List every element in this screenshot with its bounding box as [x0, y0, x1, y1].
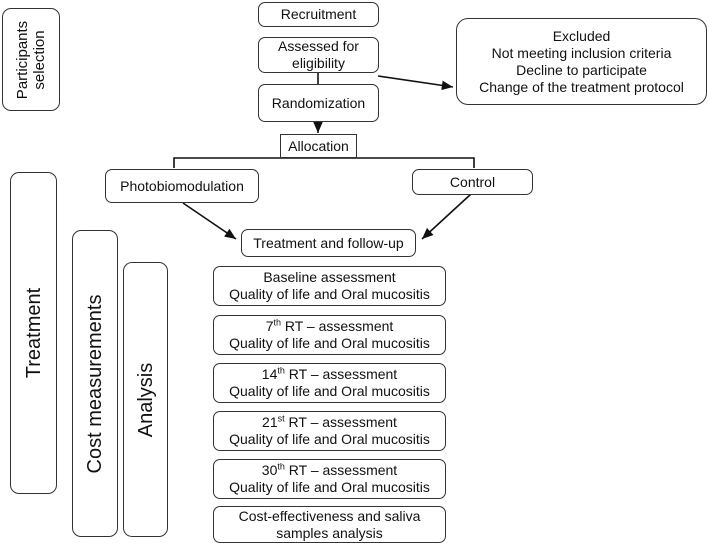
randomization-label: Randomization: [271, 94, 366, 111]
ordinal-suffix: th: [277, 365, 285, 376]
excluded-title: Excluded: [552, 27, 611, 44]
assessment-title-rest: RT – assessment: [284, 462, 398, 478]
assessment-title: 30th RT – assessment: [262, 462, 397, 479]
assessment-box: 21st RT – assessment Quality of life and…: [213, 411, 446, 451]
photobiomodulation-label: Photobiomodulation: [120, 177, 244, 194]
phase-cost-measurements: Cost measurements: [72, 230, 118, 537]
assessed-label: Assessed for eligibility: [278, 38, 359, 71]
final-line-1: Cost-effectiveness and saliva: [238, 507, 421, 524]
arrow-to-excluded: [377, 75, 454, 91]
arrow-control-treatment: [421, 193, 472, 240]
assessment-detail: Quality of life and Oral mucositis: [229, 383, 430, 399]
assessment-detail: Quality of life and Oral mucositis: [229, 335, 430, 351]
excluded-item: Not meeting inclusion criteria: [491, 44, 672, 61]
ordinal-suffix: th: [273, 317, 281, 328]
phase-treatment: Treatment: [10, 172, 57, 494]
assessment-title-rest: RT – assessment: [284, 414, 397, 430]
excluded-box: Excluded Not meeting inclusion criteria …: [456, 18, 707, 105]
assessment-box: 14th RT – assessment Quality of life and…: [213, 363, 446, 403]
photobiomodulation-box: Photobiomodulation: [105, 169, 259, 203]
allocation-split-line: [173, 157, 475, 168]
phase-label: Analysis: [134, 362, 157, 437]
ordinal-suffix: th: [277, 461, 285, 472]
day-number: 7: [265, 318, 274, 334]
assessment-box: Baseline assessment Quality of life and …: [213, 266, 446, 306]
assessment-box: 30th RT – assessment Quality of life and…: [213, 459, 446, 499]
assessment-title: Baseline assessment: [263, 269, 396, 285]
randomization-box: Randomization: [258, 84, 379, 122]
assessment-title-rest: RT – assessment: [281, 318, 394, 334]
assessment-title-rest: RT – assessment: [284, 366, 398, 382]
excluded-item: Decline to participate: [516, 61, 647, 78]
recruitment-box: Recruitment: [258, 2, 379, 27]
treatment-followup-box: Treatment and follow-up: [241, 229, 416, 257]
excluded-item: Change of the treatment protocol: [479, 78, 684, 95]
recruitment-label: Recruitment: [280, 6, 357, 22]
treatment-followup-label: Treatment and follow-up: [253, 234, 404, 251]
assessment-detail: Quality of life and Oral mucositis: [229, 286, 430, 302]
ordinal-suffix: st: [277, 413, 285, 424]
allocation-box: Allocation: [280, 134, 357, 158]
control-label: Control: [449, 173, 496, 190]
cost-effectiveness-box: Cost-effectiveness and saliva samples an…: [213, 506, 446, 543]
assessed-box: Assessed for eligibility: [258, 37, 379, 73]
day-number: 21: [262, 414, 278, 430]
allocation-label: Allocation: [288, 137, 349, 154]
control-box: Control: [412, 169, 533, 195]
phase-label: Treatment: [22, 287, 45, 379]
assessment-detail: Quality of life and Oral mucositis: [229, 431, 430, 447]
phase-label: Participants selection: [14, 20, 48, 99]
assessment-detail: Quality of life and Oral mucositis: [229, 479, 430, 495]
final-line-2: samples analysis: [276, 524, 383, 541]
arrow-pbm-treatment: [182, 202, 237, 240]
assessment-title: 21st RT – assessment: [262, 414, 397, 431]
phase-label: Cost measurements: [84, 294, 106, 473]
phase-analysis: Analysis: [123, 262, 168, 537]
day-number: 14: [261, 366, 278, 382]
day-number: 30: [261, 462, 278, 478]
assessment-title: 14th RT – assessment: [262, 366, 397, 383]
assessment-box: 7th RT – assessment Quality of life and …: [213, 315, 446, 355]
assessment-title: 7th RT – assessment: [266, 318, 394, 335]
phase-participants-selection: Participants selection: [2, 8, 60, 111]
